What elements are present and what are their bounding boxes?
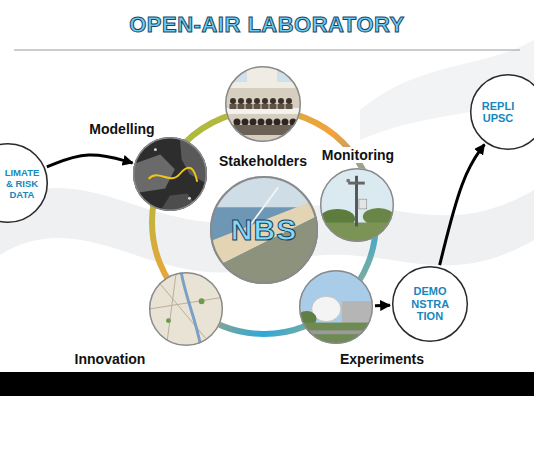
text-holder: DEMO NSTRA TION (411, 285, 448, 324)
node-label: Stakeholders (217, 153, 309, 169)
bottom-bar (0, 372, 534, 396)
photo-border (226, 67, 301, 142)
text-holder: NBS (231, 213, 297, 247)
node-circle-art (299, 270, 373, 344)
photo-illustration (210, 176, 318, 284)
node-circle-art (225, 66, 301, 142)
circle-node: Experiments (299, 270, 373, 344)
node-circle-art (149, 272, 223, 346)
photo-border (300, 271, 373, 344)
flow-arrow (375, 304, 390, 307)
text-holder: Stakeholders (217, 152, 309, 170)
text-circle (393, 267, 468, 342)
node-text: DEMO NSTRA TION (411, 285, 448, 323)
flow-arrow (440, 144, 485, 265)
node-label: Innovation (73, 351, 148, 367)
node-label: Experiments (338, 351, 426, 367)
photo-illustration (320, 168, 394, 242)
photo-illustration (133, 137, 207, 211)
circle-node: REPLI UPSC (470, 74, 534, 150)
node-text: REPLI UPSC (482, 100, 514, 125)
text-holder: Monitoring (320, 146, 396, 164)
node-label: Monitoring (320, 147, 396, 163)
photo-illustration (297, 270, 373, 344)
node-label: Modelling (87, 121, 156, 137)
text-circle (0, 144, 47, 223)
circle-node: Monitoring (320, 168, 394, 242)
photo-border (134, 138, 207, 211)
photo-border (211, 177, 317, 283)
circle-node: Modelling (133, 137, 207, 211)
circle-node: DEMO NSTRA TION (392, 266, 468, 342)
text-holder: Experiments (338, 350, 426, 368)
title-text: OPEN-AIR LABORATORY (129, 12, 405, 37)
circle-node: Stakeholders (225, 66, 301, 142)
node-text: NBS (231, 213, 297, 247)
text-holder: Innovation (73, 350, 148, 368)
text-circle (471, 75, 534, 150)
photo-border (150, 273, 223, 346)
circle-node: NBS (210, 176, 318, 284)
title-rule (14, 50, 520, 51)
circle-node: LIMATE & RISK DATA (0, 143, 48, 223)
photo-border (321, 169, 394, 242)
text-holder: REPLI UPSC (482, 100, 514, 127)
node-circle-art (320, 168, 394, 242)
photo-illustration (149, 272, 223, 346)
node-circle-art (133, 137, 207, 211)
circle-node: Innovation (149, 272, 223, 346)
diagram-title: OPEN-AIR LABORATORY (0, 12, 534, 38)
flow-arrow (47, 155, 133, 167)
text-holder: Modelling (87, 120, 156, 138)
node-text: LIMATE & RISK DATA (5, 167, 40, 200)
photo-illustration (225, 66, 301, 142)
text-holder: LIMATE & RISK DATA (5, 167, 40, 202)
